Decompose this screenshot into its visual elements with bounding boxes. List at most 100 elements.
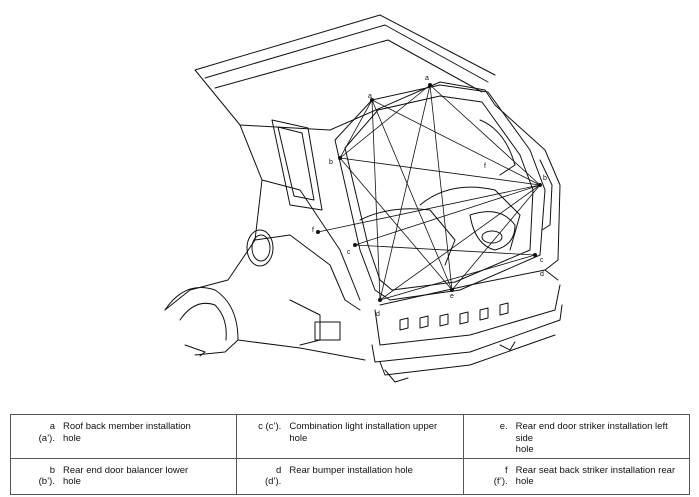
fuel-lid-inner	[251, 234, 271, 262]
wheel-arch-inner	[179, 302, 227, 341]
back-door-opening	[334, 84, 546, 301]
measure-line	[371, 99, 541, 186]
legend-code-prime: (b’).	[38, 476, 55, 487]
callout-a: a	[368, 93, 372, 100]
legend-desc: hole	[63, 432, 81, 444]
rear-bumper-lower	[379, 334, 556, 376]
point-a-prime	[428, 83, 432, 87]
roof-header	[329, 81, 496, 131]
measure-line	[339, 84, 431, 159]
legend-code: f	[505, 464, 508, 476]
legend-desc: Rear seat back striker installation rear	[515, 464, 676, 476]
callout-d: d	[376, 311, 380, 318]
quarter-window	[271, 119, 323, 211]
point-a	[370, 98, 374, 102]
measure-line	[317, 184, 541, 233]
interior-seat	[419, 186, 521, 251]
callout-f-prime: f	[484, 163, 486, 170]
callout-c: c	[347, 249, 351, 256]
measure-line	[354, 184, 541, 246]
tail-light-inner	[539, 159, 553, 231]
vehicle-body-diagram: a a b b c c d d e f f	[164, 14, 563, 383]
lower-panel	[289, 299, 321, 346]
legend-code-prime: (a’).	[38, 432, 55, 444]
legend-desc: Rear bumper installation hole	[289, 464, 413, 476]
point-c	[353, 243, 357, 247]
measure-line	[339, 157, 541, 186]
rear-bumper-beam	[371, 304, 563, 363]
quarter-window-inner	[277, 126, 315, 201]
rear-panel-slots	[399, 302, 509, 331]
interior-panel	[479, 119, 516, 176]
callout-a-prime: a	[425, 75, 429, 82]
legend-code: c (c’).	[258, 421, 282, 432]
roof-rail	[204, 24, 489, 83]
measure-line	[429, 84, 541, 186]
measure-line	[379, 84, 431, 301]
roof-outline	[194, 14, 496, 76]
rear-bumper-bracket	[384, 369, 409, 383]
legend-cell-d: d(d’). Rear bumper installation hole	[236, 457, 464, 495]
measure-line	[339, 99, 373, 159]
floor-side	[254, 234, 361, 311]
interior-wheelhouse	[469, 211, 516, 251]
legend-desc: Rear end door balancer lower	[63, 464, 189, 476]
measure-line	[339, 157, 453, 291]
callout-b-prime: b	[543, 175, 547, 182]
point-d	[378, 298, 382, 302]
measure-line	[379, 184, 541, 301]
callout-e: e	[450, 293, 454, 300]
point-b	[338, 156, 342, 160]
interior-floor	[359, 208, 456, 266]
interior-hole	[481, 230, 503, 244]
point-e	[450, 288, 454, 292]
body-side-belt	[239, 124, 331, 131]
fuel-lid	[246, 229, 274, 267]
legend-cell-e: e. Rear end door striker installation le…	[462, 414, 691, 459]
measure-line	[371, 99, 453, 291]
legend-desc: hole	[289, 432, 308, 444]
legend-code-prime: (d’).	[264, 476, 282, 487]
back-door-opening-inner	[344, 95, 534, 291]
legend-desc: Rear end door striker installation left …	[515, 421, 668, 444]
legend-desc: hole	[63, 476, 81, 487]
body-side-upper	[164, 69, 263, 311]
c-pillar	[261, 179, 361, 301]
measure-line	[429, 84, 453, 291]
measure-line	[379, 254, 536, 301]
tail-light	[494, 104, 561, 271]
rear-panel	[374, 284, 561, 346]
callout-b: b	[329, 159, 333, 166]
measure-line	[354, 244, 536, 256]
legend-code: e.	[499, 421, 508, 432]
legend-desc: Roof back member installation	[63, 421, 191, 432]
callout-f: f	[312, 227, 314, 234]
legend-cell-c: c (c’). Combination light installation u…	[236, 414, 464, 459]
legend-desc: hole	[515, 476, 534, 487]
legend-desc: Combination light installation upper	[289, 421, 438, 432]
legend-cell-f: f(f’). Rear seat back striker installati…	[462, 457, 691, 495]
legend-desc: hole	[515, 444, 534, 455]
wheel-arch-flange	[184, 344, 206, 357]
point-c-prime	[533, 253, 537, 257]
legend-code-prime: (f’).	[493, 476, 508, 487]
lower-bracket	[314, 321, 341, 341]
legend-code: b	[49, 464, 55, 476]
point-b-prime	[538, 183, 542, 187]
rear-panel-top	[379, 269, 559, 306]
sill	[237, 339, 366, 361]
legend-code: a	[49, 421, 55, 432]
measure-line	[451, 184, 541, 291]
rear-bumper-bracket-right	[499, 341, 516, 351]
callout-c-prime: c	[540, 257, 544, 264]
wheel-arch	[164, 287, 239, 356]
point-f	[316, 230, 320, 234]
callout-d-prime: d	[540, 271, 544, 278]
legend-code: d	[276, 464, 282, 476]
roof-rail-inner	[214, 39, 483, 93]
